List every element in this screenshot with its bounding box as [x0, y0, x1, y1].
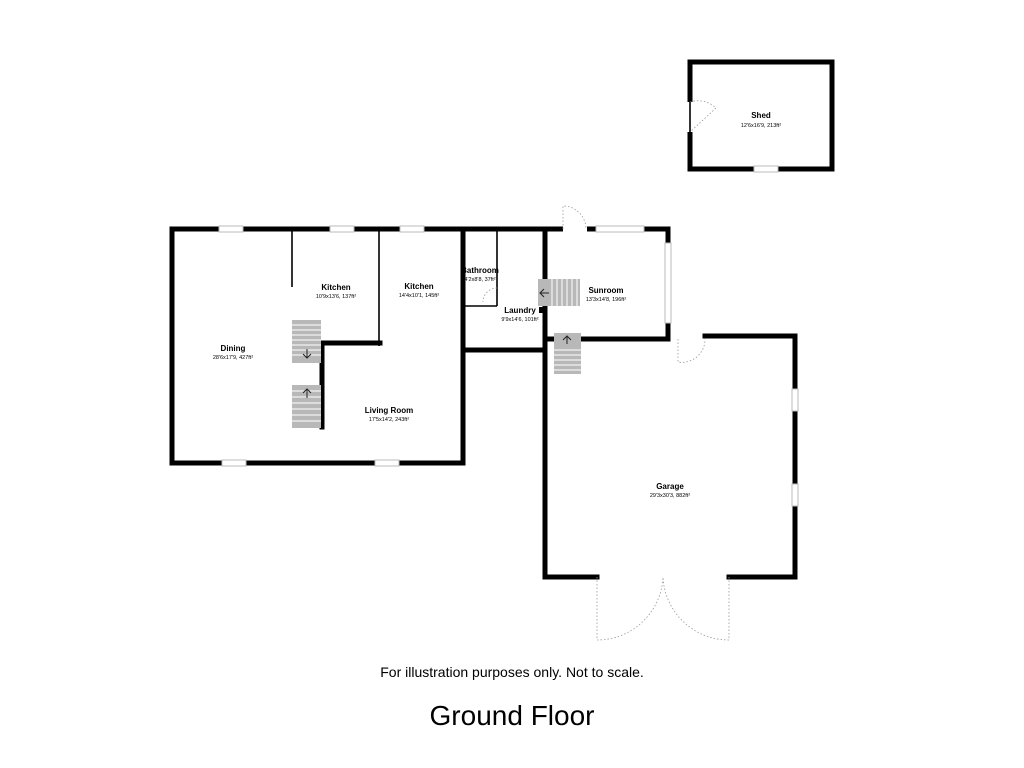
- room-dimensions: 28'6x17'9, 427ft²: [213, 355, 253, 361]
- disclaimer-text: For illustration purposes only. Not to s…: [380, 664, 644, 680]
- arrow-up-icon: [562, 335, 572, 344]
- room-dimensions: 17'5x14'2, 243ft²: [369, 417, 409, 423]
- staircase-garage: [554, 333, 581, 374]
- room-label-dining: Dining 28'6x17'9, 427ft²: [213, 344, 253, 361]
- room-label-living-room: Living Room 17'5x14'2, 243ft²: [365, 406, 413, 423]
- room-label-bathroom: Bathroom 4'2x8'8, 37ft²: [461, 266, 499, 283]
- room-name: Kitchen: [404, 282, 433, 291]
- arrow-up-icon: [302, 388, 312, 398]
- room-dimensions: 12'6x16'9, 213ft²: [741, 123, 781, 129]
- room-name: Kitchen: [321, 283, 350, 292]
- room-label-sunroom: Sunroom 13'3x14'8, 196ft²: [586, 286, 626, 303]
- room-name: Sunroom: [588, 286, 623, 295]
- room-dimensions: 10'9x13'6, 137ft²: [316, 294, 356, 300]
- main-house-windows: [218, 225, 672, 467]
- room-name: Bathroom: [461, 266, 499, 275]
- room-label-kitchen-1: Kitchen 10'9x13'6, 137ft²: [316, 283, 356, 300]
- floor-title: Ground Floor: [429, 700, 595, 731]
- room-label-kitchen-2: Kitchen 14'4x10'1, 145ft²: [399, 282, 439, 299]
- room-name: Shed: [751, 111, 771, 120]
- room-name: Laundry: [504, 306, 536, 315]
- arrow-down-icon: [302, 349, 312, 359]
- room-dimensions: 14'4x10'1, 145ft²: [399, 293, 439, 299]
- main-house-walls: [169, 226, 671, 466]
- shed-room: [686, 59, 835, 173]
- room-dimensions: 29'3x30'3, 882ft²: [650, 493, 690, 499]
- room-dimensions: 4'2x8'8, 37ft²: [464, 277, 495, 283]
- room-name: Dining: [221, 344, 246, 353]
- room-label-shed: Shed 12'6x16'9, 213ft²: [741, 111, 781, 129]
- sunroom-door: [562, 205, 587, 233]
- staircase-living-lower: [292, 385, 321, 428]
- room-dimensions: 13'3x14'8, 196ft²: [586, 297, 626, 303]
- staircase-living-upper: [292, 320, 321, 363]
- room-dimensions: 9'9x14'6, 101ft²: [501, 317, 538, 323]
- room-label-garage: Garage 29'3x30'3, 882ft²: [650, 482, 690, 499]
- room-name: Garage: [656, 482, 684, 491]
- staircase-sunroom: [538, 279, 580, 306]
- room-name: Living Room: [365, 406, 413, 415]
- room-label-laundry: Laundry 9'9x14'6, 101ft²: [501, 306, 538, 323]
- arrow-left-icon: [539, 288, 549, 298]
- garage-room: [542, 333, 799, 641]
